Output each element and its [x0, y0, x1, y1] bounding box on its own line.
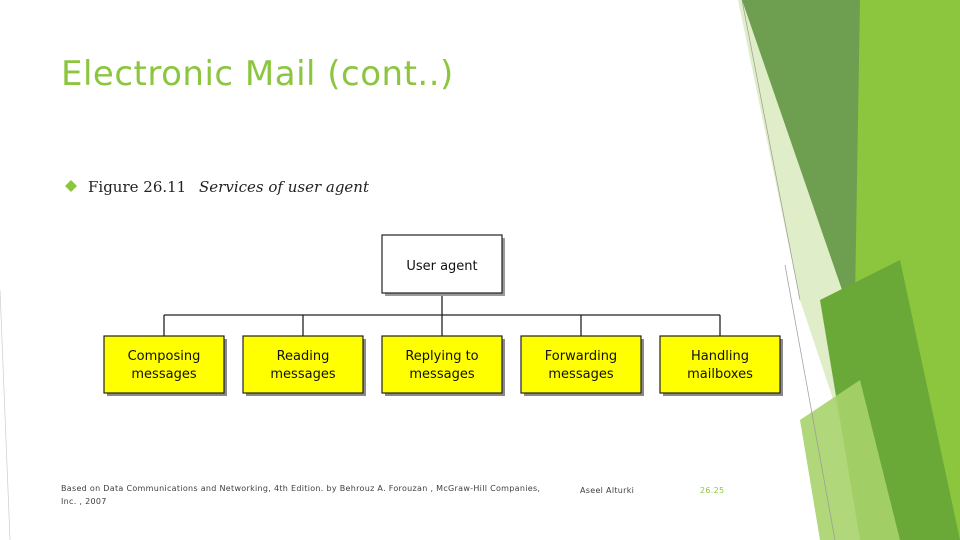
child-label-line2: messages [270, 367, 335, 382]
footer-author: Aseel Alturki [580, 486, 635, 495]
child-node: Composing messages [103, 335, 227, 396]
diamond-bullet-icon [65, 180, 77, 192]
child-label-line1: Handling [691, 349, 749, 364]
child-label-line2: mailboxes [687, 367, 753, 382]
deco-line [0, 289, 11, 540]
slide-title: Electronic Mail (cont..) [61, 54, 454, 94]
figure-caption: Figure 26.11 Services of user agent [88, 178, 369, 196]
child-label-line1: Forwarding [545, 349, 617, 364]
child-label-line1: Composing [128, 349, 201, 364]
child-label-line2: messages [131, 367, 196, 382]
child-label-line2: messages [409, 367, 474, 382]
figure-number: Figure 26.11 [88, 178, 187, 196]
child-node: Forwarding messages [520, 335, 644, 396]
root-node: User agent [381, 234, 505, 296]
child-label-line2: messages [548, 367, 613, 382]
child-node: Reading messages [242, 335, 366, 396]
footer-source: Based on Data Communications and Network… [61, 484, 541, 506]
child-label-line1: Reading [277, 349, 330, 364]
green-facet [800, 380, 900, 540]
deco-line [741, 0, 801, 301]
child-label-line1: Replying to [405, 349, 478, 364]
figure-title: Services of user agent [199, 178, 369, 196]
deco-line [784, 264, 836, 540]
root-label: User agent [406, 259, 477, 274]
child-node: Handling mailboxes [659, 335, 783, 396]
page-number: 26.25 [700, 486, 725, 495]
child-node: Replying to messages [381, 335, 505, 396]
